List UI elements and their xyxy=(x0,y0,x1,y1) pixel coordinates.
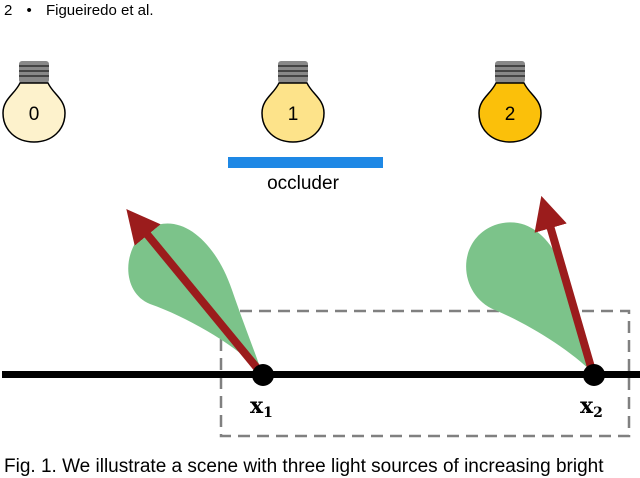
arrow-1 xyxy=(126,209,266,377)
bulb-2-label: 2 xyxy=(505,104,516,125)
point-x1 xyxy=(252,364,274,386)
bulb-0-label: 0 xyxy=(29,104,40,125)
figure-caption: Fig. 1. We illustrate a scene with three… xyxy=(4,456,604,477)
point-x2 xyxy=(583,364,605,386)
occluder-bar xyxy=(228,157,383,168)
light-bulb-1: 1 xyxy=(261,61,325,143)
ground-line xyxy=(2,371,640,378)
point-x2-subscript: 2 xyxy=(593,405,603,421)
point-x1-symbol: x xyxy=(250,393,264,419)
header-bullet: • xyxy=(26,2,32,19)
header-authors: Figueiredo et al. xyxy=(45,2,154,19)
running-head: 2 • Figueiredo et al. xyxy=(4,2,164,19)
bulb-base-icon xyxy=(495,61,525,83)
page-number: 2 xyxy=(4,2,13,19)
occluder-label: occluder xyxy=(267,173,339,194)
point-x1-subscript: 1 xyxy=(263,405,273,421)
bulb-2-glass xyxy=(478,82,542,143)
lobe-2 xyxy=(466,222,593,373)
point-x2-label: x2 xyxy=(580,393,603,421)
bulb-base-icon xyxy=(278,61,308,83)
bulb-0-glass xyxy=(2,82,66,143)
bulb-base-icon xyxy=(19,61,49,83)
point-x1-label: x1 xyxy=(250,393,273,421)
figure-illustration: 0 1 2 occluder x1 x2 xyxy=(2,61,640,438)
point-x2-symbol: x xyxy=(580,393,594,419)
light-bulb-2: 2 xyxy=(478,61,542,143)
light-bulb-0: 0 xyxy=(2,61,66,143)
arrow-2 xyxy=(534,195,597,376)
bulb-1-glass xyxy=(261,82,325,143)
bulb-1-label: 1 xyxy=(288,104,299,125)
